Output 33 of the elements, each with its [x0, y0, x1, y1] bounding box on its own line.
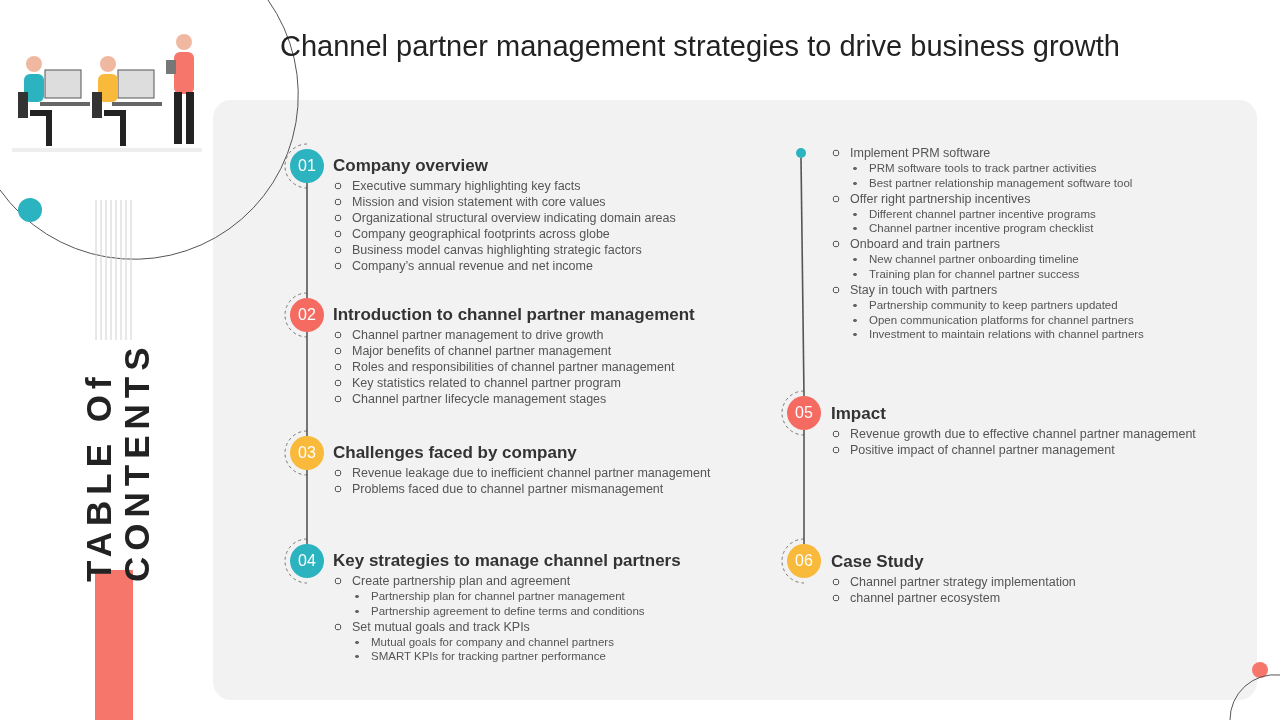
section-heading: Impact	[831, 403, 886, 425]
list-item: Channel partner management to drive growth	[333, 327, 604, 343]
list-item: Create partnership plan and agreement	[333, 573, 571, 589]
section-heading: Case Study	[831, 551, 924, 573]
timeline-dot	[796, 148, 806, 158]
connector-line	[306, 182, 308, 299]
section-heading: Challenges faced by company	[333, 442, 577, 464]
connector-line	[306, 469, 308, 545]
list-item: Executive summary highlighting key facts	[333, 178, 581, 194]
vertical-heading: TABLE Of CONTENTS	[80, 340, 156, 582]
list-item: Revenue growth due to effective channel partner management	[831, 426, 1196, 442]
connector-line	[803, 429, 805, 545]
list-item: Channel partner lifecycle management stages	[333, 391, 607, 407]
list-item: Roles and responsibilities of channel partner management	[333, 359, 675, 375]
list-item: channel partner ecosystem	[831, 590, 1001, 606]
list-item: Major benefits of channel partner management	[333, 343, 612, 359]
list-item: Implement PRM software	[831, 145, 991, 161]
list-item: Revenue leakage due to inefficient channel partner management	[333, 465, 711, 481]
section-heading: Introduction to channel partner management	[333, 304, 695, 326]
list-item: Problems faced due to channel partner mismanagement	[333, 481, 664, 497]
section-heading: Company overview	[333, 155, 488, 177]
list-item: Company’s annual revenue and net income	[333, 258, 593, 274]
section-heading: Key strategies to manage channel partners	[333, 550, 681, 572]
list-item: Channel partner strategy implementation	[831, 574, 1076, 590]
list-item: Key statistics related to channel partner program	[333, 375, 621, 391]
list-item: Company geographical footprints across globe	[333, 226, 610, 242]
list-item: Onboard and train partners	[831, 236, 1001, 253]
connector-line	[306, 331, 308, 437]
list-item: Positive impact of channel partner management	[831, 442, 1115, 458]
list-item: Organizational structural overview indicating domain areas	[333, 210, 676, 226]
list-item: Business model canvas highlighting strategic factors	[333, 242, 642, 258]
slide-title: Channel partner management strategies to drive business growth	[280, 30, 1120, 63]
connector-line	[800, 157, 805, 397]
